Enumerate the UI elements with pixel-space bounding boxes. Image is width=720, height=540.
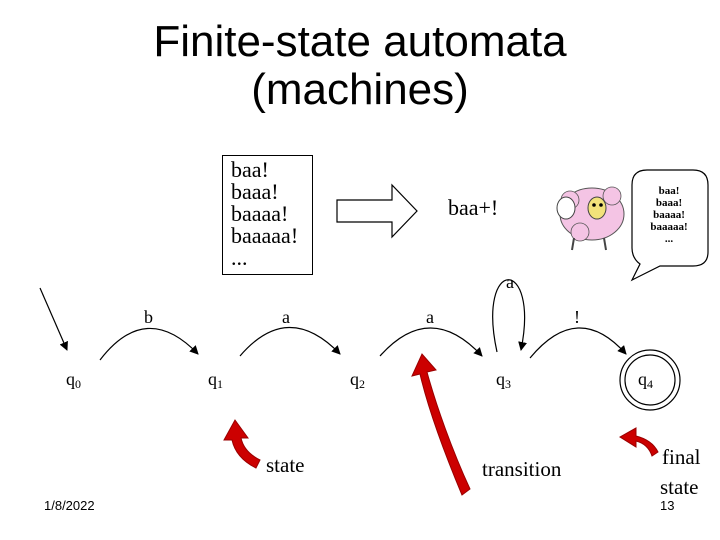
regex-label: baa+! xyxy=(448,195,498,220)
svg-text:q1: q1 xyxy=(208,369,223,391)
bubble-line: baaaa! xyxy=(653,209,685,221)
transition-label: a xyxy=(426,307,434,327)
bubble-line: baa! xyxy=(658,185,680,197)
transition-arc-b xyxy=(99,327,199,361)
self-loop-arc xyxy=(492,279,527,353)
transition-label: a xyxy=(282,307,290,327)
example-string: baaaaa! xyxy=(231,223,299,248)
svg-text:q0: q0 xyxy=(66,369,81,391)
state-q3: q3 xyxy=(484,358,532,402)
callout-transition: transition xyxy=(482,457,562,481)
state-q4-final: q4 xyxy=(619,349,681,411)
state-subscript: 4 xyxy=(647,377,653,391)
start-arrow xyxy=(39,287,68,351)
transition-label: ! xyxy=(574,307,580,327)
title-line-1: Finite-state automata xyxy=(153,17,567,66)
example-strings-box: baa! baaa! baaaa! baaaaa! ... xyxy=(222,155,313,275)
svg-text:q4: q4 xyxy=(638,369,653,391)
sheep-icon xyxy=(556,186,625,251)
transition-arc-bang xyxy=(529,327,627,359)
footer-date: 1/8/2022 xyxy=(44,498,95,513)
state-label: q xyxy=(350,369,359,389)
state-q2: q2 xyxy=(338,358,386,402)
state-q1: q1 xyxy=(196,358,244,402)
implies-arrow-icon xyxy=(336,183,418,239)
svg-text:q2: q2 xyxy=(350,369,365,391)
example-string: baaaa! xyxy=(231,201,289,226)
state-callout-arrow xyxy=(223,419,261,469)
bubble-line: ... xyxy=(664,233,674,245)
state-q0: q0 xyxy=(54,358,102,402)
transition-arc-a1 xyxy=(239,326,341,357)
transition-label: a xyxy=(506,272,514,292)
state-label: q xyxy=(208,369,217,389)
state-subscript: 1 xyxy=(217,377,223,391)
slide-title: Finite-state automata (machines) xyxy=(0,18,720,114)
state-subscript: 2 xyxy=(359,377,365,391)
state-label: q xyxy=(638,369,647,389)
example-string: baa! xyxy=(231,157,269,182)
transition-label: b xyxy=(144,307,153,327)
final-callout-arrow xyxy=(619,427,659,457)
state-label: q xyxy=(496,369,505,389)
transition-callout-arrow xyxy=(411,353,471,496)
example-string: ... xyxy=(231,245,248,270)
speech-bubble-text: baa! baaa! baaaa! baaaaa! ... xyxy=(640,185,698,245)
callout-final-line2: state xyxy=(660,475,698,499)
bubble-line: baaaaa! xyxy=(650,221,688,233)
page-number: 13 xyxy=(660,498,675,513)
bubble-line: baaa! xyxy=(655,197,683,209)
state-subscript: 3 xyxy=(505,377,511,391)
example-string: baaa! xyxy=(231,179,279,204)
callout-final-line1: final xyxy=(662,445,701,469)
svg-text:q3: q3 xyxy=(496,369,511,391)
transition-arc-a2 xyxy=(379,327,483,357)
state-label: q xyxy=(66,369,75,389)
callout-state: state xyxy=(266,453,304,477)
state-subscript: 0 xyxy=(75,377,81,391)
title-line-2: (machines) xyxy=(251,65,469,114)
speech-bubble xyxy=(630,169,709,282)
